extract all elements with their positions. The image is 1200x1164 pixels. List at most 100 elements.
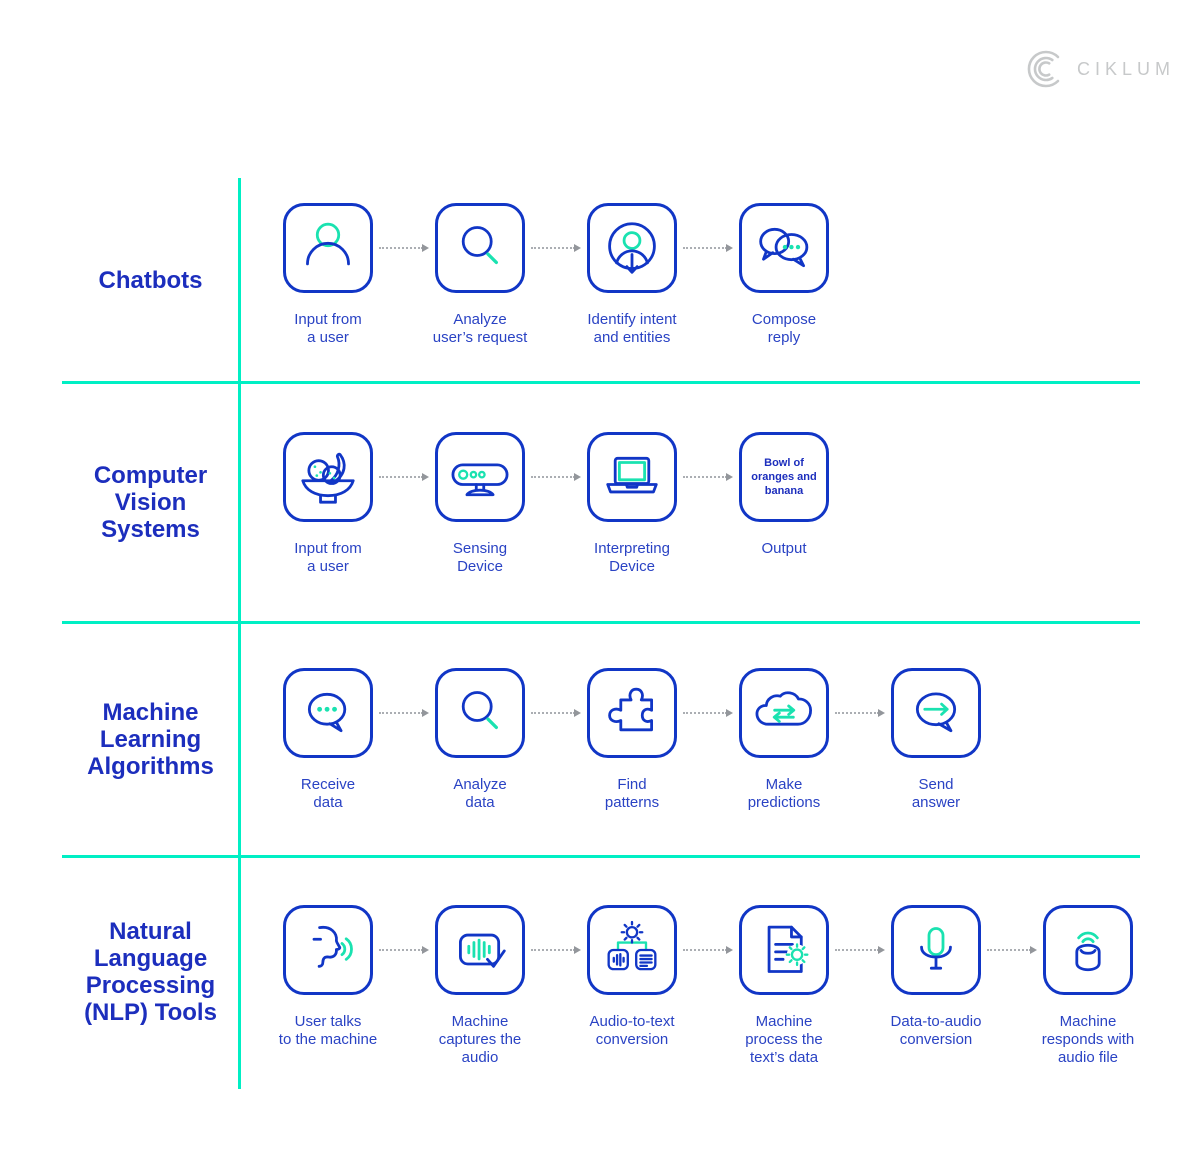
dotted-line (531, 247, 575, 249)
dotted-line (835, 712, 879, 714)
label-column-divider (238, 178, 241, 1089)
flow-step: Input from a user (283, 203, 373, 347)
flow-arrow (829, 905, 891, 995)
step-label: Analyze data (453, 776, 507, 811)
cloud-sync-icon (755, 691, 812, 726)
flow-arrow (829, 668, 891, 758)
flow-step-box (739, 905, 829, 995)
flow-step: Interpreting Device (587, 432, 677, 576)
flow-arrow (677, 668, 739, 758)
flow-arrow (373, 432, 435, 522)
brand-name: CIKLUM (1077, 58, 1176, 79)
flow-arrow (373, 203, 435, 293)
chat-arrow-icon (915, 692, 957, 733)
flow-step-box (1043, 905, 1133, 995)
flow-step-box (283, 203, 373, 293)
talking-face-icon (312, 925, 353, 968)
audio-captured-icon (459, 933, 506, 968)
flow-step: Analyze user’s request (433, 203, 527, 347)
sensor-icon (451, 463, 509, 497)
dotted-line (531, 712, 575, 714)
flow-arrow (677, 203, 739, 293)
dotted-line (531, 949, 575, 951)
flow-step-box (739, 203, 829, 293)
step-label: Input from a user (294, 540, 362, 575)
arrow-head-icon (574, 244, 581, 252)
audio-to-text-icon (607, 920, 657, 971)
flow-machine-learning: Receive data Analyze data Find patterns (283, 668, 981, 812)
step-label: Compose reply (751, 311, 817, 346)
dotted-line (379, 247, 423, 249)
flow-step-box (739, 668, 829, 758)
flow-arrow (373, 905, 435, 995)
row-title-nlp: Natural Language Processing (NLP) Tools (84, 918, 217, 1026)
dotted-line (379, 712, 423, 714)
flow-step: Sensing Device (435, 432, 525, 576)
dotted-line (683, 712, 727, 714)
step-label: Interpreting Device (594, 540, 670, 575)
microphone-icon (920, 927, 952, 970)
row-divider (62, 855, 1140, 858)
flow-step: Identify intent and entities (587, 203, 677, 347)
flow-step-box (435, 432, 525, 522)
arrow-head-icon (878, 709, 885, 717)
flow-step: Machine responds with audio file (1042, 905, 1134, 1067)
arrow-head-icon (878, 946, 885, 954)
arrow-head-icon (574, 709, 581, 717)
arrow-head-icon (422, 709, 429, 717)
arrow-head-icon (726, 244, 733, 252)
ciklum-logo: CIKLUM (1024, 47, 1175, 91)
row-title-machine-learning: Machine Learning Algorithms (87, 698, 214, 780)
output-text-box: Bowl of oranges and banana (739, 432, 829, 522)
flow-step-box (891, 905, 981, 995)
dotted-line (683, 247, 727, 249)
arrow-head-icon (422, 244, 429, 252)
flow-step-box (283, 432, 373, 522)
dotted-line (379, 949, 423, 951)
flow-step-box (587, 905, 677, 995)
chat-dots-icon (307, 692, 347, 733)
step-label: Machine process the text’s data (745, 1013, 823, 1066)
flow-arrow (677, 432, 739, 522)
step-label: Data-to-audio conversion (890, 1013, 982, 1048)
step-label: Input from a user (294, 311, 362, 346)
arrow-head-icon (422, 946, 429, 954)
document-gear-icon (767, 925, 809, 973)
dotted-line (683, 949, 727, 951)
chat-bubbles-icon (759, 227, 809, 268)
flow-arrow (525, 203, 587, 293)
flow-step-box (283, 668, 373, 758)
flow-step-box (435, 203, 525, 293)
flow-step: Receive data (283, 668, 373, 812)
dotted-line (531, 476, 575, 478)
flow-step-box (435, 668, 525, 758)
step-label: Identify intent and entities (587, 311, 677, 346)
step-label: Output (761, 540, 807, 557)
flow-step: Compose reply (739, 203, 829, 347)
arrow-head-icon (726, 473, 733, 481)
row-title-chatbots: Chatbots (98, 266, 203, 294)
arrow-head-icon (422, 473, 429, 481)
fruit-bowl-icon (301, 452, 355, 504)
flow-step: Input from a user (283, 432, 373, 576)
flow-step: Audio-to-text conversion (587, 905, 677, 1049)
flow-step: User talks to the machine (279, 905, 377, 1049)
flow-step: Make predictions (739, 668, 829, 812)
row-divider (62, 381, 1140, 384)
user-icon (306, 222, 350, 266)
dotted-line (987, 949, 1031, 951)
arrow-head-icon (574, 473, 581, 481)
dotted-line (683, 476, 727, 478)
flow-step-box (283, 905, 373, 995)
row-divider (62, 621, 1140, 624)
flow-step: Send answer (891, 668, 981, 812)
step-label: User talks to the machine (278, 1013, 378, 1048)
flow-step-box (435, 905, 525, 995)
flow-arrow (981, 905, 1043, 995)
flow-arrow (525, 668, 587, 758)
step-label: Machine responds with audio file (1041, 1013, 1135, 1066)
flow-step: Machine process the text’s data (739, 905, 829, 1067)
flow-step-box (587, 668, 677, 758)
flow-step-box (587, 203, 677, 293)
flow-arrow (373, 668, 435, 758)
